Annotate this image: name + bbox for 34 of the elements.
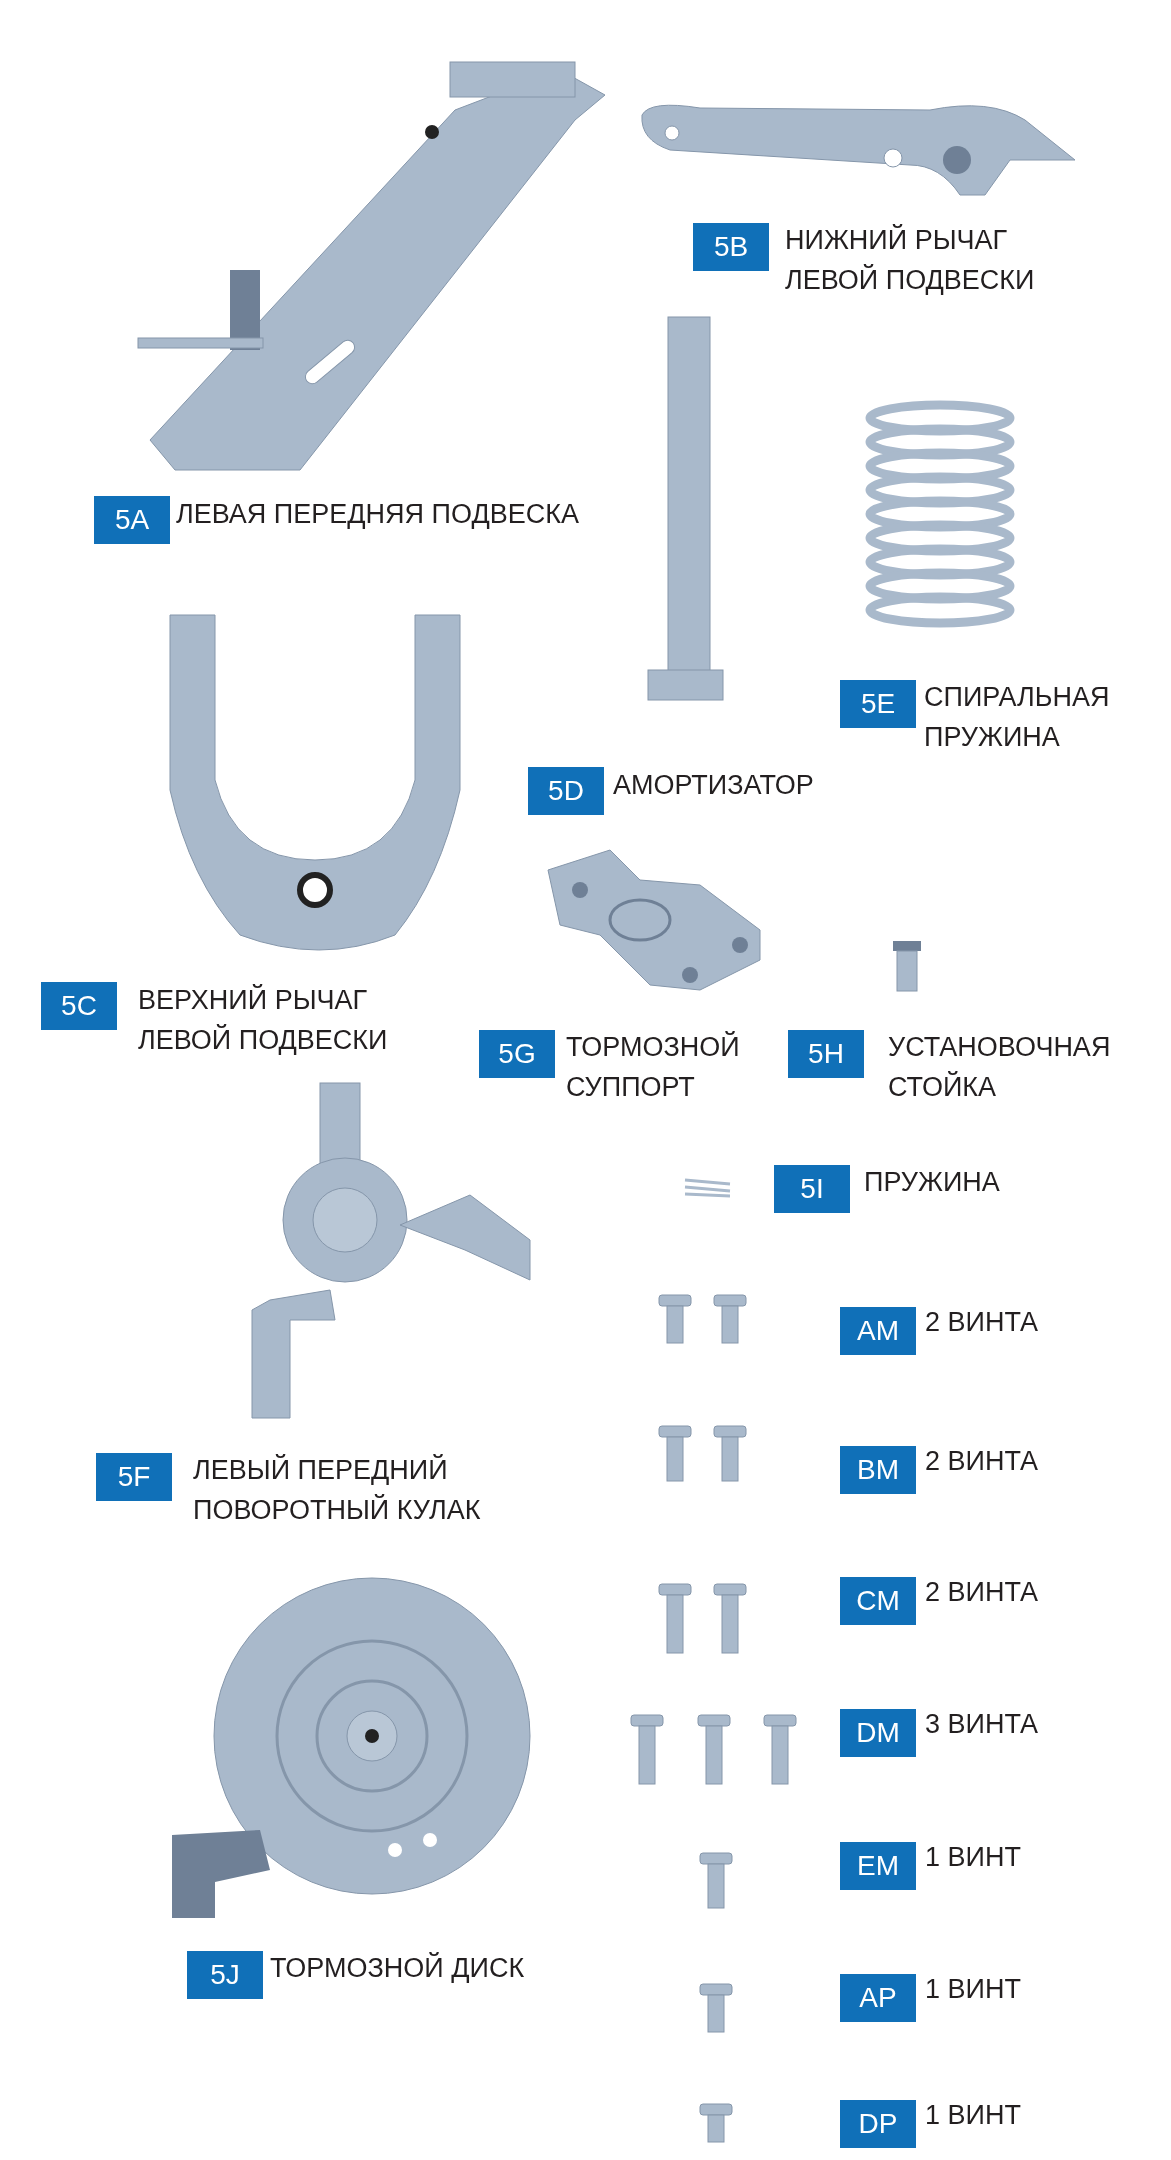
- part-name: ТОРМОЗНОЙ СУППОРТ: [566, 1030, 741, 1104]
- part-code-badge: 5G: [479, 1030, 555, 1078]
- part-name: 1 ВИНТ: [925, 1973, 1022, 2006]
- part-name: НИЖНИЙ РЫЧАГ ЛЕВОЙ ПОДВЕСКИ: [785, 223, 1036, 297]
- part-code-badge: AP: [840, 1974, 916, 2022]
- part-name: ЛЕВАЯ ПЕРЕДНЯЯ ПОДВЕСКА: [176, 498, 580, 531]
- part-code-badge: 5D: [528, 767, 604, 815]
- part-name: ЛЕВЫЙ ПЕРЕДНИЙ ПОВОРОТНЫЙ КУЛАК: [193, 1453, 482, 1527]
- part-name: 2 ВИНТА: [925, 1306, 1040, 1339]
- part-name: ТОРМОЗНОЙ ДИСК: [270, 1951, 526, 1985]
- part-code-badge: 5H: [788, 1030, 864, 1078]
- part-code-badge: 5F: [96, 1453, 172, 1501]
- part-code-badge: 5A: [94, 496, 170, 544]
- part-code-badge: 5C: [41, 982, 117, 1030]
- part-code-badge: AM: [840, 1307, 916, 1355]
- part-name: ПРУЖИНА: [864, 1166, 1001, 1199]
- part-name: 1 ВИНТ: [925, 2099, 1022, 2132]
- part-name: 2 ВИНТА: [925, 1445, 1040, 1478]
- part-code-badge: 5B: [693, 223, 769, 271]
- part-name: СПИРАЛЬНАЯ ПРУЖИНА: [924, 681, 1111, 754]
- part-code-badge: DM: [840, 1709, 916, 1757]
- part-code-badge: 5E: [840, 680, 916, 728]
- part-code-badge: 5J: [187, 1951, 263, 1999]
- part-code-badge: BM: [840, 1446, 916, 1494]
- part-name: УСТАНОВОЧНАЯ СТОЙКА: [888, 1031, 1112, 1104]
- part-name: ВЕРХНИЙ РЫЧАГ ЛЕВОЙ ПОДВЕСКИ: [138, 983, 389, 1057]
- part-code-badge: 5I: [774, 1165, 850, 1213]
- part-name: 3 ВИНТА: [925, 1708, 1040, 1741]
- part-name: 2 ВИНТА: [925, 1576, 1040, 1609]
- part-name: 1 ВИНТ: [925, 1841, 1022, 1874]
- part-code-badge: DP: [840, 2100, 916, 2148]
- part-name: АМОРТИЗАТОР: [613, 769, 815, 802]
- part-code-badge: EM: [840, 1842, 916, 1890]
- part-code-badge: CM: [840, 1577, 916, 1625]
